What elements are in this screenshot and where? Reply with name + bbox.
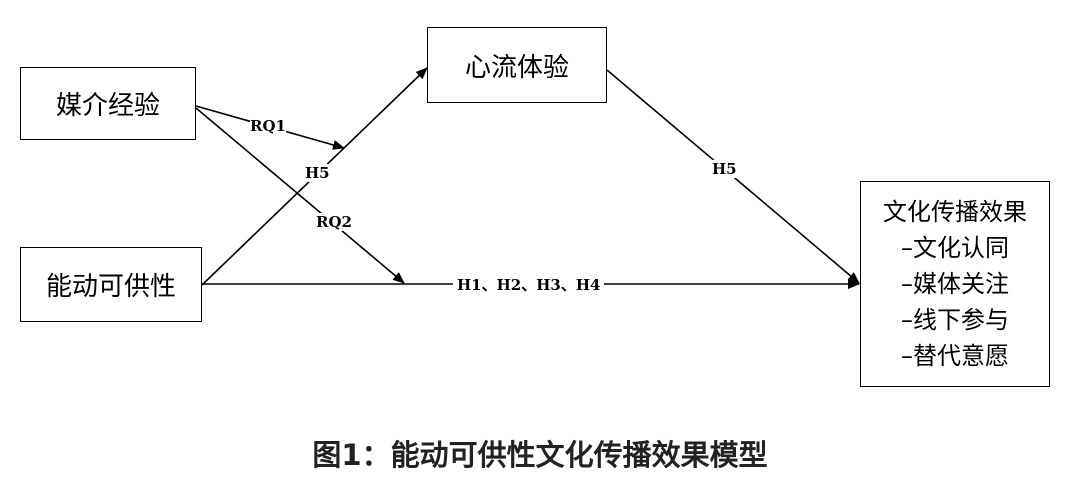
node-flow-experience: 心流体验 <box>427 27 607 103</box>
edge-label-rq2: RQ2 <box>316 213 352 231</box>
arrow-rq2 <box>195 107 405 284</box>
node-effect-item: –线下参与 <box>901 306 1009 334</box>
edge-label-h5-left: H5 <box>305 164 330 182</box>
node-media-experience-label: 媒介经验 <box>55 91 160 121</box>
node-effect-title: 文化传播效果 <box>883 198 1027 226</box>
node-affordance: 能动可供性 <box>20 247 202 322</box>
node-effect-item: –文化认同 <box>901 234 1009 262</box>
edge-label-rq1: RQ1 <box>250 117 286 135</box>
node-communication-effect: 文化传播效果 –文化认同 –媒体关注 –线下参与 –替代意愿 <box>860 181 1050 387</box>
node-effect-item: –媒体关注 <box>901 270 1009 298</box>
node-flow-experience-label: 心流体验 <box>464 52 569 83</box>
edge-label-h5-right: H5 <box>712 160 737 178</box>
node-affordance-label: 能动可供性 <box>45 272 176 302</box>
node-media-experience: 媒介经验 <box>20 67 196 140</box>
edge-label-h1-h4: H1、H2、H3、H4 <box>453 274 605 295</box>
figure-caption: 图1：能动可供性文化传播效果模型 <box>312 438 768 472</box>
node-effect-item: –替代意愿 <box>901 342 1009 370</box>
